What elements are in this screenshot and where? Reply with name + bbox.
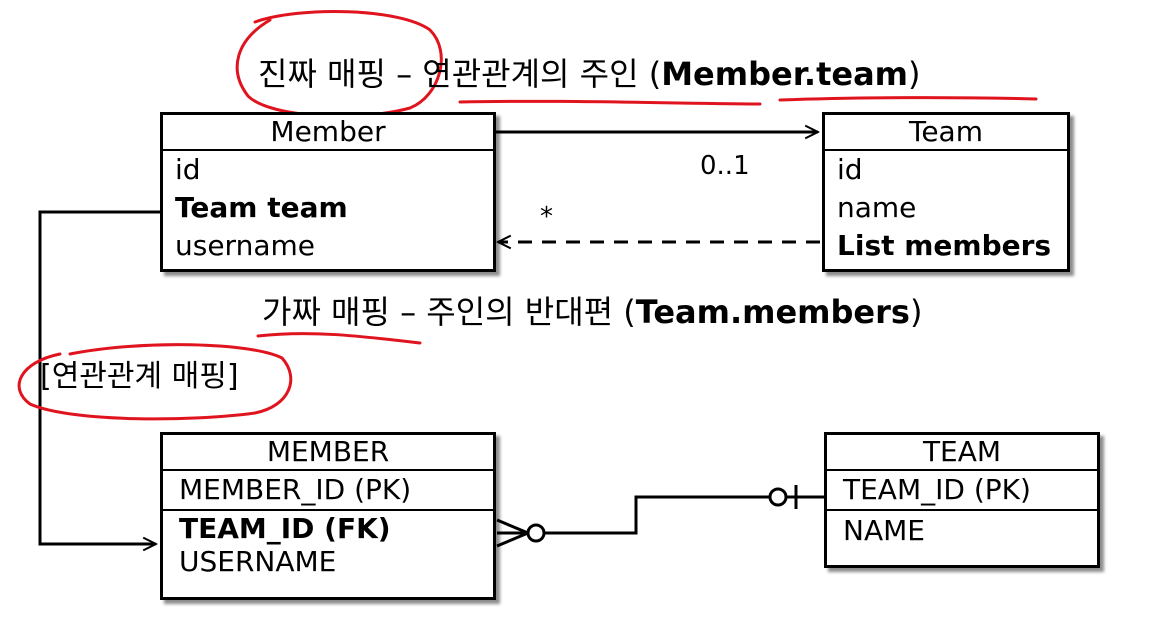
member-field-id: id — [175, 153, 201, 186]
team-field-name: name — [837, 191, 917, 224]
member-entity-title: Member — [163, 115, 493, 151]
team-entity-box: Team id name List members — [822, 112, 1070, 272]
real-mapping-text: 진짜 매핑 – 연관관계의 주인 ( — [258, 55, 662, 93]
real-mapping-close: ) — [908, 55, 921, 93]
multiplicity-members: * — [540, 202, 553, 232]
fake-mapping-target: Team.members — [635, 293, 910, 331]
red-annotations — [17, 10, 1038, 570]
fake-mapping-close: ) — [909, 293, 923, 331]
member-table-box: MEMBER MEMBER_ID (PK) TEAM_ID (FK) USERN… — [160, 432, 496, 600]
circle-real-mapping — [235, 10, 443, 118]
erd-relationship-line — [496, 485, 824, 548]
team-entity-title: Team — [825, 115, 1067, 151]
circle-relation-mapping — [17, 343, 293, 421]
relation-mapping-caption: [연관관계 매핑] — [40, 362, 239, 392]
real-mapping-target: Member.team — [661, 55, 908, 93]
member-entity-box: Member id Team team username — [160, 112, 496, 272]
team-table-pk: TEAM_ID (PK) — [843, 473, 1031, 506]
member-field-team: Team team — [175, 191, 348, 224]
underline-fake-mapping — [256, 332, 422, 345]
mapping-connector — [38, 210, 162, 544]
team-field-members: List members — [837, 229, 1052, 262]
underline-mapping-owner — [458, 99, 762, 106]
member-table-username: USERNAME — [179, 545, 337, 578]
member-field-username: username — [175, 229, 315, 262]
team-field-id: id — [837, 153, 863, 186]
member-table-pk: MEMBER_ID (PK) — [179, 473, 412, 506]
fake-mapping-caption: 가짜 매핑 – 주인의 반대편 (Team.members) — [262, 296, 922, 328]
member-table-divider — [163, 509, 493, 511]
team-table-divider — [827, 509, 1097, 511]
team-table-box: TEAM TEAM_ID (PK) NAME — [824, 432, 1100, 568]
fake-mapping-text: 가짜 매핑 – 주인의 반대편 ( — [262, 293, 636, 331]
multiplicity-team: 0..1 — [700, 151, 750, 181]
member-table-fk: TEAM_ID (FK) — [179, 512, 391, 545]
team-table-name: NAME — [843, 514, 925, 547]
relation-mapping-text: [연관관계 매핑] — [40, 359, 239, 394]
team-table-title: TEAM — [827, 435, 1097, 471]
member-table-title: MEMBER — [163, 435, 493, 471]
underline-member-team — [778, 96, 1038, 102]
real-mapping-caption: 진짜 매핑 – 연관관계의 주인 (Member.team) — [258, 58, 920, 90]
